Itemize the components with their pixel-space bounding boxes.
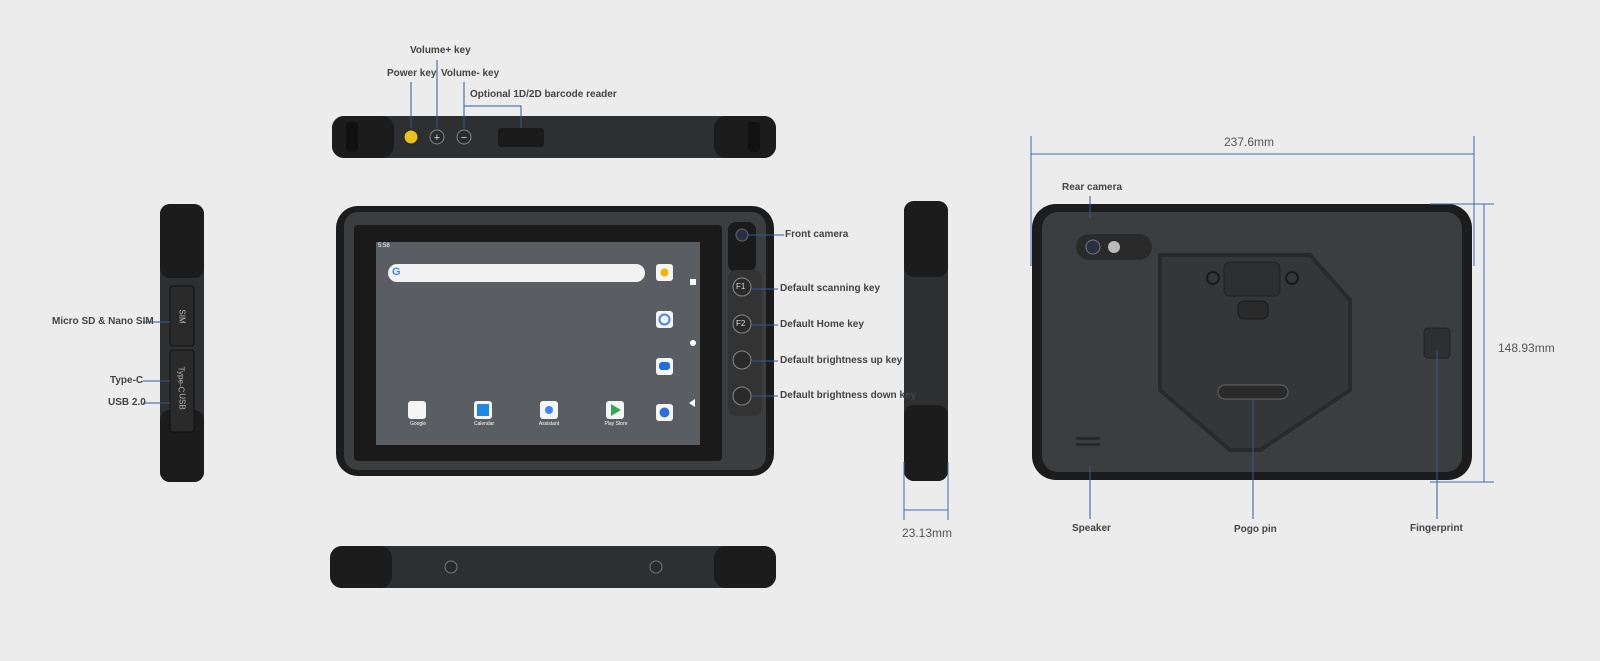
power-key-icon [403,129,419,145]
app-label-assistant: Assistant [538,421,560,427]
pogo-pin-label: Pogo pin [1234,524,1277,535]
home-key-label: Default Home key [780,319,864,330]
app-label-play-store: Play Store [604,421,628,427]
volume-plus-label: Volume+ key [410,45,471,56]
brightness-down-label: Default brightness down key [780,390,917,401]
fingerprint-label: Fingerprint [1410,523,1463,534]
svg-text:+: + [434,132,440,144]
volume-minus-label: Volume- key [441,68,500,79]
front-view [336,206,774,476]
type-c-port-text: Type-C [176,366,186,393]
barcode-window [498,128,544,147]
front-camera-label: Front camera [785,229,849,240]
scanning-key-label: Default scanning key [780,283,881,294]
width-dimension: 237.6mm [1224,135,1275,149]
google-g-icon: G [392,266,401,278]
right-side-view [904,201,948,481]
top-view: + − [332,116,776,158]
app-label-google: Google [409,421,427,427]
micro-sd-label: Micro SD & Nano SIM [52,316,154,327]
barcode-reader-label: Optional 1D/2D barcode reader [470,89,617,100]
back-view [1032,204,1472,480]
power-key-label: Power key [387,68,437,79]
depth-dimension: 23.13mm [902,526,953,540]
height-dimension: 148.93mm [1498,341,1555,355]
bottom-view [330,546,776,588]
usb-label: USB 2.0 [108,397,146,408]
f2-key-text: F2 [736,319,746,328]
left-side-view [160,204,204,482]
type-c-label: Type-C [110,375,144,386]
svg-text:−: − [461,132,467,144]
status-time: 5:58 [378,243,390,249]
f1-key-text: F1 [736,282,746,291]
app-label-calendar: Calendar [473,421,495,427]
rear-camera-label: Rear camera [1062,182,1123,193]
speaker-label: Speaker [1072,523,1111,534]
usb-port-text: USB [177,393,187,410]
sim-port-text: SIM [177,309,187,324]
brightness-up-label: Default brightness up key [780,355,903,366]
